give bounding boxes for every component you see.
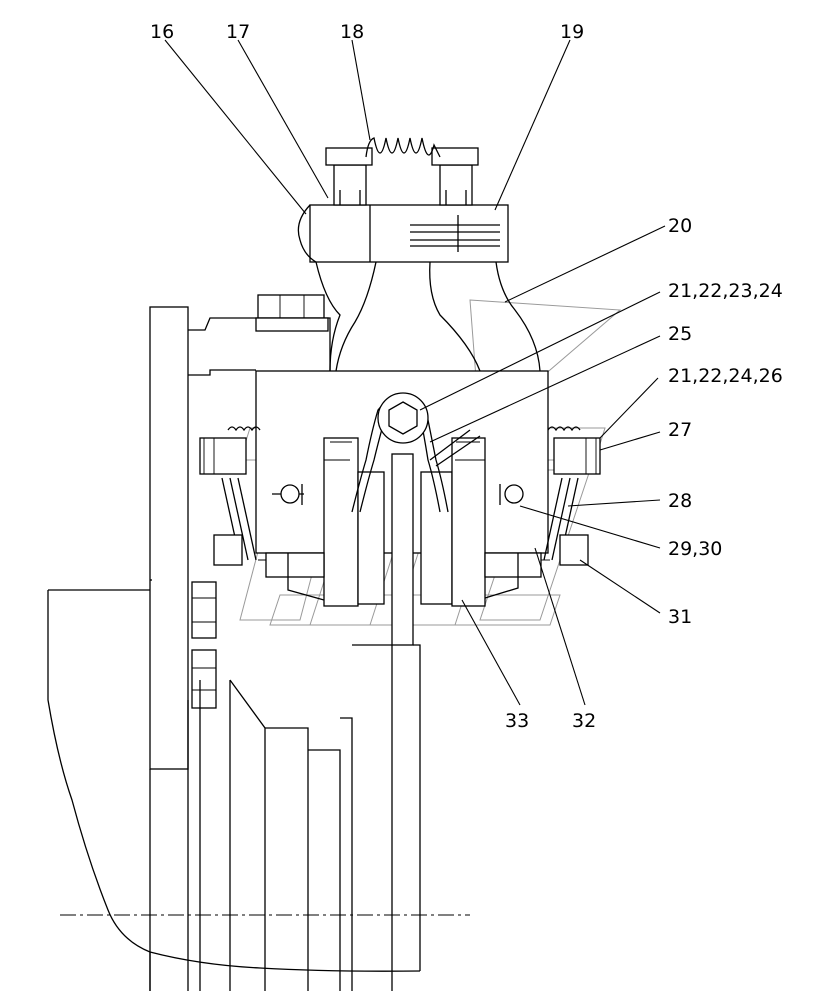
label-25: 25 [668,323,692,345]
label-33: 33 [505,710,529,732]
guide-pins [199,426,601,566]
label-17: 17 [226,21,250,43]
retaining-spring [351,392,481,513]
label-18: 18 [340,21,364,43]
disc-and-pads [258,437,550,646]
leader-lines [164,39,666,706]
label-21-22-24-26: 21,22,24,26 [668,365,783,387]
label-21-22-23-24: 21,22,23,24 [668,280,783,302]
housing [47,306,470,991]
label-16: 16 [150,21,174,43]
label-29-30: 29,30 [668,538,722,560]
label-20: 20 [668,215,692,237]
label-31: 31 [668,606,692,628]
label-27: 27 [668,419,692,441]
label-28: 28 [668,490,692,512]
part-labels: 16 17 18 19 20 21,22,23,24 25 21,22,24,2… [150,21,783,732]
label-32: 32 [572,710,596,732]
label-19: 19 [560,21,584,43]
lever-assembly [297,137,541,372]
